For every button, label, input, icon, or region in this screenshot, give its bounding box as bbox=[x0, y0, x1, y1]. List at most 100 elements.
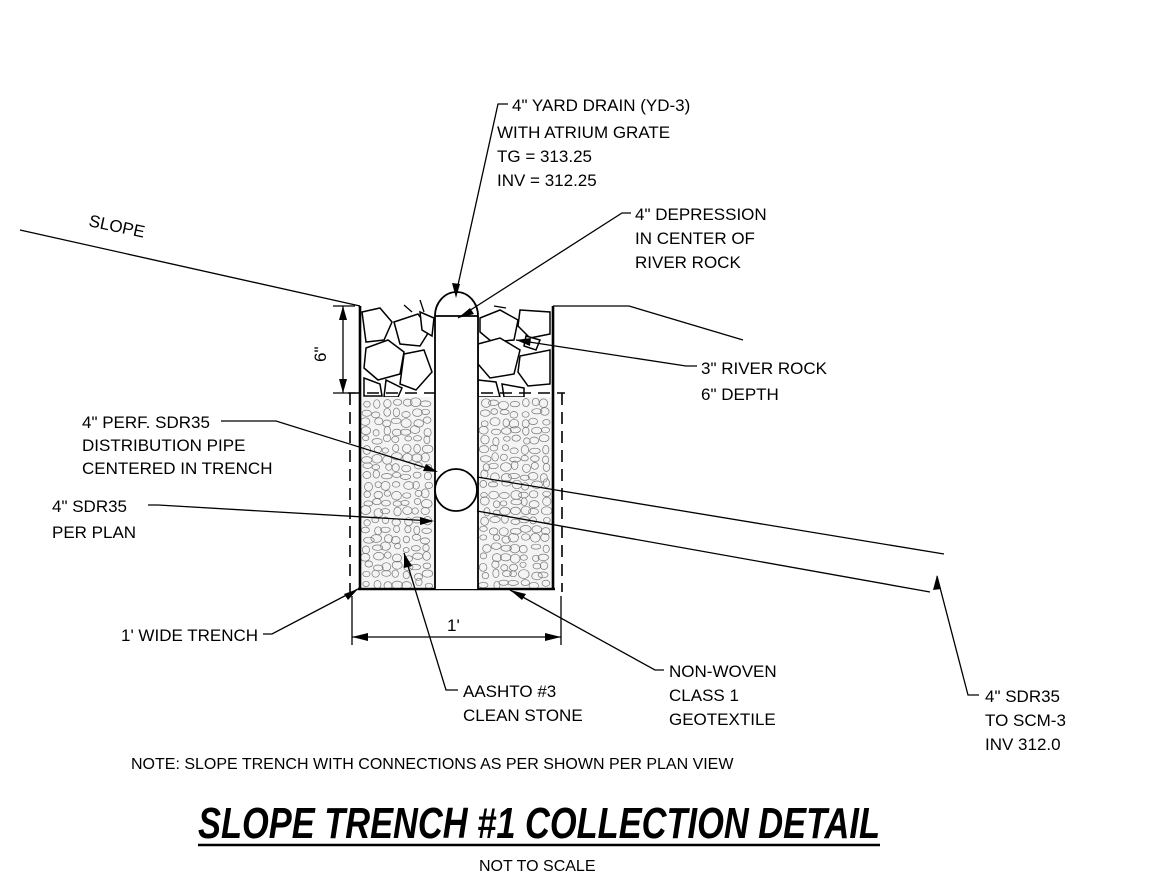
stone-pebble bbox=[371, 438, 383, 445]
stone-pebble bbox=[372, 544, 383, 551]
stone-pebble bbox=[489, 516, 501, 523]
stone-pebble bbox=[380, 481, 391, 491]
stone-pebble bbox=[480, 434, 490, 445]
stone-pebble bbox=[373, 552, 385, 561]
stone-pebble bbox=[541, 579, 551, 587]
stone-pebble bbox=[542, 496, 552, 507]
stone-pebble bbox=[539, 473, 548, 483]
stone-pebble bbox=[423, 435, 431, 445]
stone-pebble bbox=[520, 505, 532, 515]
distribution-pipe bbox=[434, 468, 478, 512]
stone-pebble bbox=[404, 435, 412, 442]
stone-pebble bbox=[391, 428, 402, 437]
stone-pebble bbox=[362, 580, 370, 587]
stone-pebble bbox=[402, 398, 413, 407]
stone-pebble bbox=[489, 417, 501, 427]
stone-pebble bbox=[412, 481, 420, 490]
stone-pebble bbox=[488, 490, 499, 500]
stone-pebble bbox=[421, 408, 430, 415]
stone-pebble bbox=[393, 525, 400, 533]
stone-pebble bbox=[537, 571, 549, 579]
perf-pipe-label: 4" PERF. SDR35 DISTRIBUTION PIPE CENTERE… bbox=[82, 413, 272, 478]
stone-pebble bbox=[481, 572, 490, 580]
stone-pebble bbox=[507, 580, 519, 586]
stone-pebble bbox=[511, 460, 519, 470]
note-text: NOTE: SLOPE TRENCH WITH CONNECTIONS AS P… bbox=[131, 756, 734, 773]
stone-pebble bbox=[529, 436, 539, 445]
yard-drain-label: 4" YARD DRAIN (YD-3) WITH ATRIUM GRATE T… bbox=[497, 96, 695, 190]
stone-pebble bbox=[409, 425, 421, 434]
stone-pebble bbox=[411, 453, 423, 463]
detail-title: SLOPE TRENCH #1 COLLECTION DETAIL bbox=[198, 799, 880, 848]
stone-pebble bbox=[489, 527, 499, 536]
stone-pebble bbox=[478, 445, 490, 454]
stone-pebble bbox=[403, 481, 415, 490]
stone-pebble bbox=[423, 471, 432, 481]
stone-pebble bbox=[361, 409, 372, 417]
depth-dimension-label: 6" bbox=[311, 347, 330, 363]
stone-pebble bbox=[363, 400, 371, 408]
stone-pebble bbox=[480, 455, 492, 463]
stone-pebble bbox=[383, 407, 391, 417]
stone-pebble bbox=[522, 463, 531, 473]
stone-pebble bbox=[419, 400, 432, 408]
width-dimension-label: 1' bbox=[447, 616, 460, 635]
stone-pebble bbox=[492, 534, 501, 541]
clean-stone-zone bbox=[358, 393, 555, 591]
stone-pebble bbox=[363, 490, 371, 498]
stone-pebble bbox=[490, 408, 498, 415]
stone-pebble bbox=[510, 498, 523, 506]
stone-pebble bbox=[479, 525, 488, 532]
river-rock-zone bbox=[358, 299, 555, 398]
stone-pebble bbox=[415, 577, 423, 587]
stone-pebble bbox=[520, 455, 529, 462]
stone-pebble bbox=[381, 447, 389, 454]
stone-pebble bbox=[528, 417, 538, 425]
stone-pebble bbox=[412, 471, 422, 479]
stone-pebble bbox=[492, 553, 502, 562]
aashto-label: AASHTO #3 CLEAN STONE bbox=[463, 682, 583, 725]
stone-pebble bbox=[421, 527, 432, 534]
stone-pebble bbox=[522, 398, 530, 408]
stone-pebble bbox=[541, 426, 550, 434]
stone-pebble bbox=[363, 519, 371, 527]
to-scm-label: 4" SDR35 TO SCM-3 INV 312.0 bbox=[985, 687, 1071, 754]
scale-note: NOT TO SCALE bbox=[479, 858, 595, 875]
slope-ground-line-right bbox=[553, 305, 744, 341]
stone-pebble bbox=[521, 533, 531, 541]
stone-pebble bbox=[491, 560, 500, 569]
stone-pebble bbox=[541, 527, 551, 535]
outlet-pipe-top bbox=[476, 476, 945, 555]
stone-pebble bbox=[501, 535, 511, 544]
stone-pebble bbox=[521, 482, 530, 491]
stone-pebble bbox=[391, 481, 401, 488]
stone-pebble bbox=[539, 561, 549, 570]
stone-pebble bbox=[392, 444, 400, 453]
stone-pebble bbox=[531, 571, 543, 581]
stone-pebble bbox=[511, 434, 521, 442]
stone-pebble bbox=[532, 554, 540, 562]
stone-pebble bbox=[479, 496, 490, 506]
stone-pebble bbox=[393, 506, 402, 517]
stone-pebble bbox=[478, 562, 488, 572]
atrium-grate bbox=[434, 291, 479, 317]
stone-pebble bbox=[394, 542, 401, 550]
stone-pebble bbox=[509, 426, 521, 434]
stone-pebble bbox=[487, 481, 499, 488]
stone-pebble bbox=[422, 551, 431, 561]
depth-dimension bbox=[333, 305, 355, 394]
stone-pebble bbox=[391, 435, 400, 443]
stone-pebble bbox=[382, 419, 392, 428]
stone-pebble bbox=[413, 497, 422, 505]
stone-pebble bbox=[519, 554, 528, 561]
stone-pebble bbox=[391, 463, 400, 472]
stone-pebble bbox=[400, 418, 412, 428]
stone-pebble bbox=[420, 507, 430, 515]
stone-pebble bbox=[401, 464, 412, 473]
stone-pebble bbox=[373, 399, 381, 409]
stone-pebble bbox=[371, 464, 380, 470]
stone-pebble bbox=[499, 500, 508, 507]
stone-pebble bbox=[413, 419, 424, 428]
stone-pebble bbox=[420, 488, 430, 499]
